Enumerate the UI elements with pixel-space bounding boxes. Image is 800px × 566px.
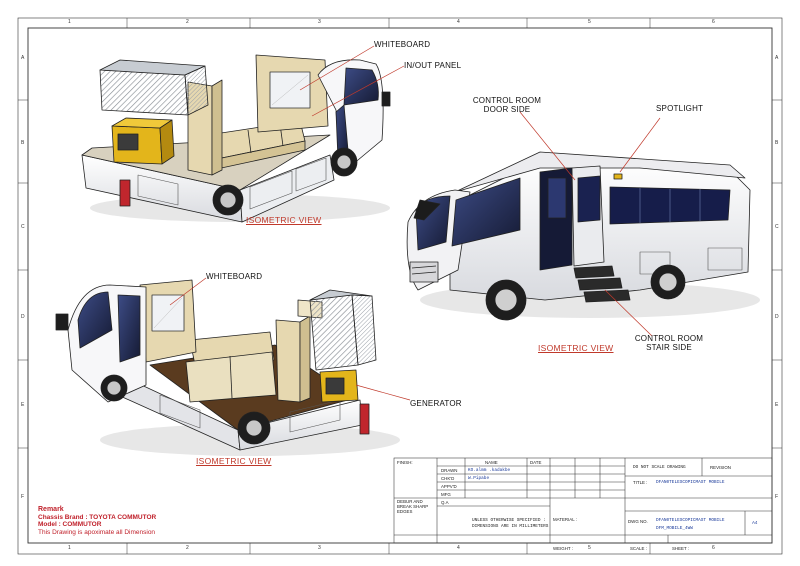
callout-control-room-stair: CONTROL ROOM STAIR SIDE: [632, 334, 706, 352]
tb-unless-1: UNLESS OTHERWISE SPECIFIED :: [472, 518, 546, 523]
callout-spotlight: SPOTLIGHT: [656, 104, 704, 113]
callout-leaders-view3: [169, 277, 411, 401]
remark-block: Remark Chassis Brand : TOYOTA COMMUTOR M…: [38, 506, 156, 536]
tb-qa: Q.A: [441, 500, 449, 505]
tb-title-value: DFAN0TELESCOPICMAST MOBILE: [656, 480, 725, 485]
tb-drawn-name: KO.almm .kadakbe: [468, 468, 511, 473]
callout-control-room-stair-line2: STAIR SIDE: [646, 343, 692, 352]
tb-weight: WEIGHT :: [553, 546, 573, 551]
callout-whiteboard-bottom: WHITEBOARD: [206, 272, 263, 281]
zone-col-3-bottom: 3: [318, 545, 321, 551]
title-block: [393, 457, 773, 544]
tb-name-header: NAME: [485, 460, 498, 465]
remark-model: Model : COMMUTOR: [38, 521, 102, 529]
tb-material: MATERIAL :: [553, 517, 577, 522]
callout-whiteboard-top: WHITEBOARD: [374, 40, 431, 49]
truck-iso-front-left: [55, 279, 400, 456]
view-title-iso-2: ISOMETRIC VIEW: [538, 343, 614, 353]
tb-size: A4: [752, 520, 758, 525]
tb-deburr-1: DEBUR AND: [397, 499, 423, 504]
tb-scale: SCALE :: [630, 546, 647, 551]
zone-col-5: 5: [588, 19, 591, 25]
callout-control-room-door-line2: DOOR SIDE: [483, 105, 531, 114]
tb-unless-2: DIMENSIONS ARE IN MILLIMETERS: [472, 524, 549, 529]
tb-dwg-value-2: DFM_MOBILE_4WW: [656, 526, 693, 531]
tb-do-not-scale: DO NOT SCALE DRAWING: [633, 465, 686, 470]
remark-note: This Drawing is apoximate all Dimension: [38, 528, 156, 536]
van-iso-front: [406, 151, 760, 321]
tb-revision: REVISION: [710, 465, 731, 470]
zone-col-5-bottom: 5: [588, 545, 591, 551]
zone-row-a: A: [21, 55, 25, 61]
tb-dwg-value-1: DFAN0TELESCOPICMAST MOBILE: [656, 518, 725, 523]
tb-finish: FINISH:: [397, 460, 413, 465]
zone-row-f: F: [21, 494, 25, 500]
tb-title-label: TITLE :: [633, 480, 648, 485]
zone-col-4-bottom: 4: [457, 545, 460, 551]
zone-row-e: E: [21, 402, 25, 408]
zone-col-1-bottom: 1: [68, 545, 71, 551]
callout-leaders-view2: [519, 111, 661, 337]
callout-leaders-view1: [299, 45, 405, 117]
tb-approved: APPV'D: [441, 484, 457, 489]
zone-row-c: C: [21, 224, 25, 230]
zone-col-6-bottom: 6: [712, 545, 715, 551]
zone-col-6: 6: [712, 19, 715, 25]
callout-generator: GENERATOR: [410, 399, 462, 408]
tb-checked-name: W.Pipabe: [468, 476, 490, 481]
remark-chassis: Chassis Brand : TOYOTA COMMUTOR: [38, 513, 157, 521]
tb-checked: CHK'D: [441, 476, 455, 481]
callout-control-room-door: CONTROL ROOM DOOR SIDE: [470, 96, 544, 114]
tb-date-header: DATE: [530, 460, 542, 465]
callout-control-room-door-line1: CONTROL ROOM: [472, 96, 542, 105]
zone-col-4: 4: [457, 19, 460, 25]
zone-row-d-right: D: [775, 314, 779, 320]
remark-heading: Remark: [38, 506, 64, 513]
tb-deburr-3: EDGES: [397, 509, 413, 514]
zone-row-c-right: C: [775, 224, 779, 230]
zone-row-b-right: B: [775, 140, 779, 146]
zone-row-d: D: [21, 314, 25, 320]
zone-col-2: 2: [186, 19, 189, 25]
tb-mfg: MFG: [441, 492, 451, 497]
callout-control-room-stair-line1: CONTROL ROOM: [634, 334, 704, 343]
view-title-iso-1: ISOMETRIC VIEW: [246, 215, 322, 225]
truck-iso-rear-left: [81, 54, 391, 223]
zone-row-b: B: [21, 140, 25, 146]
tb-sheet: SHEET :: [672, 546, 689, 551]
zone-row-e-right: E: [775, 402, 779, 408]
tb-dwg-label: DWG NO.: [628, 519, 648, 524]
zone-row-a-right: A: [775, 55, 779, 61]
zone-col-1: 1: [68, 19, 71, 25]
zone-col-2-bottom: 2: [186, 545, 189, 551]
tb-deburr-2: BREAK SHARP: [397, 504, 429, 509]
view-title-iso-3: ISOMETRIC VIEW: [196, 456, 272, 466]
zone-row-f-right: F: [775, 494, 779, 500]
tb-drawn: DRAWN: [441, 468, 458, 473]
callout-inout-panel: IN/OUT PANEL: [404, 61, 462, 70]
zone-col-3: 3: [318, 19, 321, 25]
